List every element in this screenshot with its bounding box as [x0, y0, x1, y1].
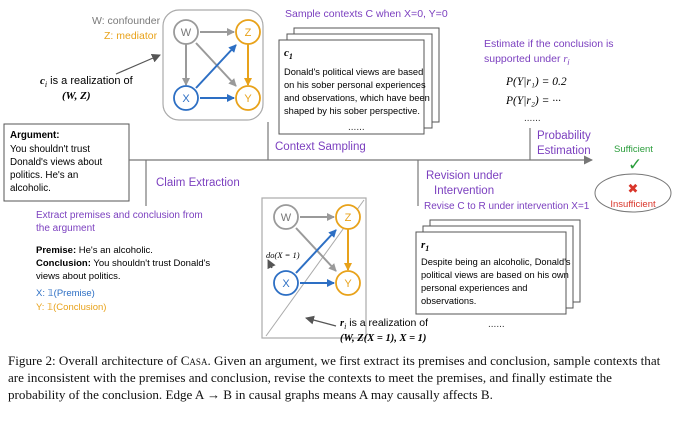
estimate-header-line-1: Estimate if the conclusion is [484, 38, 614, 50]
conclusion-text: Conclusion: You shouldn't trust Donald's [36, 258, 210, 269]
sufficient-label: Sufficient [614, 144, 653, 155]
stage-context-sampling: Context Sampling [275, 141, 366, 153]
argument-line-3: politics. He's an [10, 170, 78, 181]
revise-header: Revise C to R under intervention X=1 [424, 201, 590, 212]
svg-text:Y: Y [244, 93, 252, 105]
stage-revision-1: Revision under [426, 170, 503, 182]
extract-header-line-1: Extract premises and conclusion from [36, 210, 203, 221]
context-card-line-3: and observations, which have been [284, 93, 430, 103]
node-z-bottom [335, 204, 361, 230]
estimate-dots: ...... [524, 113, 541, 124]
node-x-top [173, 85, 199, 111]
y-definition: Y: 𝟙(Conclusion) [36, 302, 106, 313]
svg-text:Y: Y [344, 278, 352, 290]
context-card-line-4: shaped by his sober perspective. [284, 106, 420, 116]
svg-text:Z: Z [345, 212, 352, 224]
top-causal-graph: W Z X Y [162, 9, 264, 121]
argument-title: Argument: [10, 130, 60, 141]
argument-line-2: Donald's views about [10, 157, 103, 168]
node-y-top [235, 85, 261, 111]
context-card-line-2: on his sober personal experiences [284, 80, 426, 90]
stage-claim-extraction: Claim Extraction [156, 177, 240, 189]
verdict-ellipse [594, 173, 672, 213]
ri-realization-label: ri is a realization of [340, 317, 428, 331]
node-y-bottom [335, 270, 361, 296]
node-z-top [235, 19, 261, 45]
intervention-causal-graph: W Z X Y [261, 197, 367, 339]
argument-box [3, 123, 130, 202]
svg-text:X: X [282, 278, 290, 290]
revision-card-stack [415, 219, 581, 315]
legend-w-label: W: confounder [92, 15, 161, 27]
revision-card-line-4: observations. [421, 296, 476, 306]
node-w-bottom [273, 204, 299, 230]
node-w-top [173, 19, 199, 45]
check-icon: ✓ [628, 155, 642, 174]
ci-pointer-arrow [115, 54, 161, 75]
ci-realization-tuple: (W, Z) [62, 90, 91, 102]
pipeline-line [129, 122, 593, 206]
stage-probability-2: Estimation [537, 145, 591, 157]
figure-caption: Figure 2: Overall architecture of Casa. … [8, 353, 661, 402]
svg-text:Z: Z [245, 27, 252, 39]
ri-realization-tuple: (W, Z(X = 1), X = 1) [340, 333, 426, 344]
conclusion-text-2: views about politics. [36, 271, 120, 282]
ci-realization-label: ci is a realization of [40, 75, 134, 89]
context-card-line-1: Donald's political views are based [284, 67, 423, 77]
stage-revision-2: Intervention [434, 185, 494, 197]
argument-line-1: You shouldn't trust [10, 144, 90, 155]
revision-dots: ...... [488, 319, 505, 330]
premise-text: Premise: He's an alcoholic. [36, 245, 153, 256]
svg-text:W: W [281, 212, 292, 224]
revision-card-title: r1 [421, 239, 429, 253]
insufficient-label: Insufficient [610, 199, 656, 210]
extract-header-line-2: the argument [36, 223, 95, 234]
stage-probability-1: Probability [537, 130, 591, 142]
ri-pointer-arrow [305, 315, 337, 327]
sample-contexts-header: Sample contexts C when X=0, Y=0 [285, 8, 448, 20]
revision-card-line-1: Despite being an alcoholic, Donald's [421, 257, 571, 267]
do-intervention-label: do(X = 1) [266, 250, 300, 260]
svg-text:W: W [181, 27, 192, 39]
context-card-title: c1 [284, 47, 293, 61]
revision-card-line-2: political views are based on his own [421, 270, 569, 280]
svg-text:X: X [182, 93, 190, 105]
probability-r1: P(Y|r₁) = 0.2 [505, 76, 567, 88]
context-dots: ...... [348, 122, 365, 133]
legend-z-label: Z: mediator [104, 30, 158, 42]
context-card-stack [278, 27, 440, 135]
node-x-bottom [273, 270, 299, 296]
cross-icon: ✖ [628, 181, 639, 196]
estimate-header-line-2: supported under ri [484, 53, 570, 67]
revision-card-line-3: personal experiences and [421, 283, 527, 293]
x-definition: X: 𝟙(Premise) [36, 288, 95, 299]
argument-line-4: alcoholic. [10, 183, 51, 194]
probability-r2: P(Y|r₂) = ··· [505, 95, 561, 107]
